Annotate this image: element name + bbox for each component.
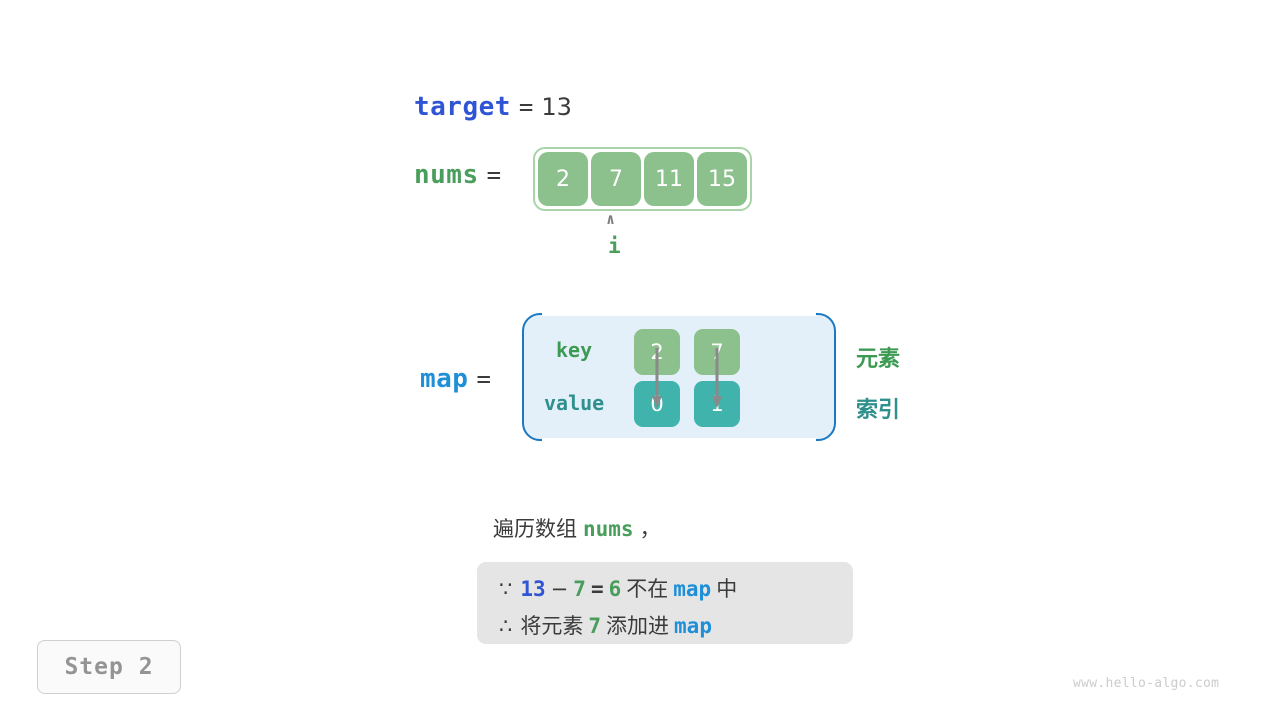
caption-keyword-nums: nums [583,517,634,541]
reasoning-add-into-text: 添加进 [606,614,670,638]
target-declaration: target=13 [0,92,760,122]
caption-prefix: 遍历数组 [493,517,577,541]
map-index-side-label: 索引 [856,398,901,423]
nums-cell: 7 [591,152,641,206]
reasoning-complement-value: 6 [608,577,622,601]
nums-variable-name: nums [414,160,479,190]
map-equals-sign: = [476,365,491,393]
reasoning-map-keyword: map [673,577,712,601]
nums-declaration: nums= [0,160,509,190]
nums-cell: 2 [538,152,588,206]
reasoning-not-in-text: 不在 [626,577,669,601]
pointer-index-label: i [608,234,621,258]
reasoning-minus-operator: − [550,577,569,601]
key-to-value-arrow-icon [712,348,722,408]
because-symbol-icon: ∵ [499,577,513,601]
step-badge: Step 2 [37,640,181,694]
map-key-row-label: key [556,338,593,362]
target-variable-name: target [414,92,511,122]
reasoning-map-keyword: map [674,614,712,638]
therefore-symbol-icon: ∴ [499,614,513,638]
reasoning-added-value: 7 [588,614,602,638]
reasoning-in-text: 中 [716,577,738,601]
nums-equals-sign: = [486,161,502,189]
reasoning-equals-operator: = [590,577,604,601]
reasoning-add-element-text: 将元素 [520,614,584,638]
caption-suffix: ， [639,517,661,541]
target-value: 13 [541,93,572,121]
reasoning-target-value: 13 [520,577,546,601]
watermark: www.hello-algo.com [1073,676,1220,691]
map-value-row-label: value [544,391,605,415]
map-variable-name: map [420,364,469,394]
map-declaration: map= [0,364,499,394]
target-equals-sign: = [518,93,534,121]
nums-cell: 11 [644,152,694,206]
pointer-caret-icon: ∧ [606,210,616,228]
nums-cell: 15 [697,152,747,206]
step-badge-label: Step 2 [64,654,154,680]
reasoning-current-value: 7 [573,577,586,601]
key-to-value-arrow-icon [652,348,662,408]
map-element-side-label: 元素 [856,347,901,372]
nums-array-container: 2 7 11 15 [533,147,752,211]
